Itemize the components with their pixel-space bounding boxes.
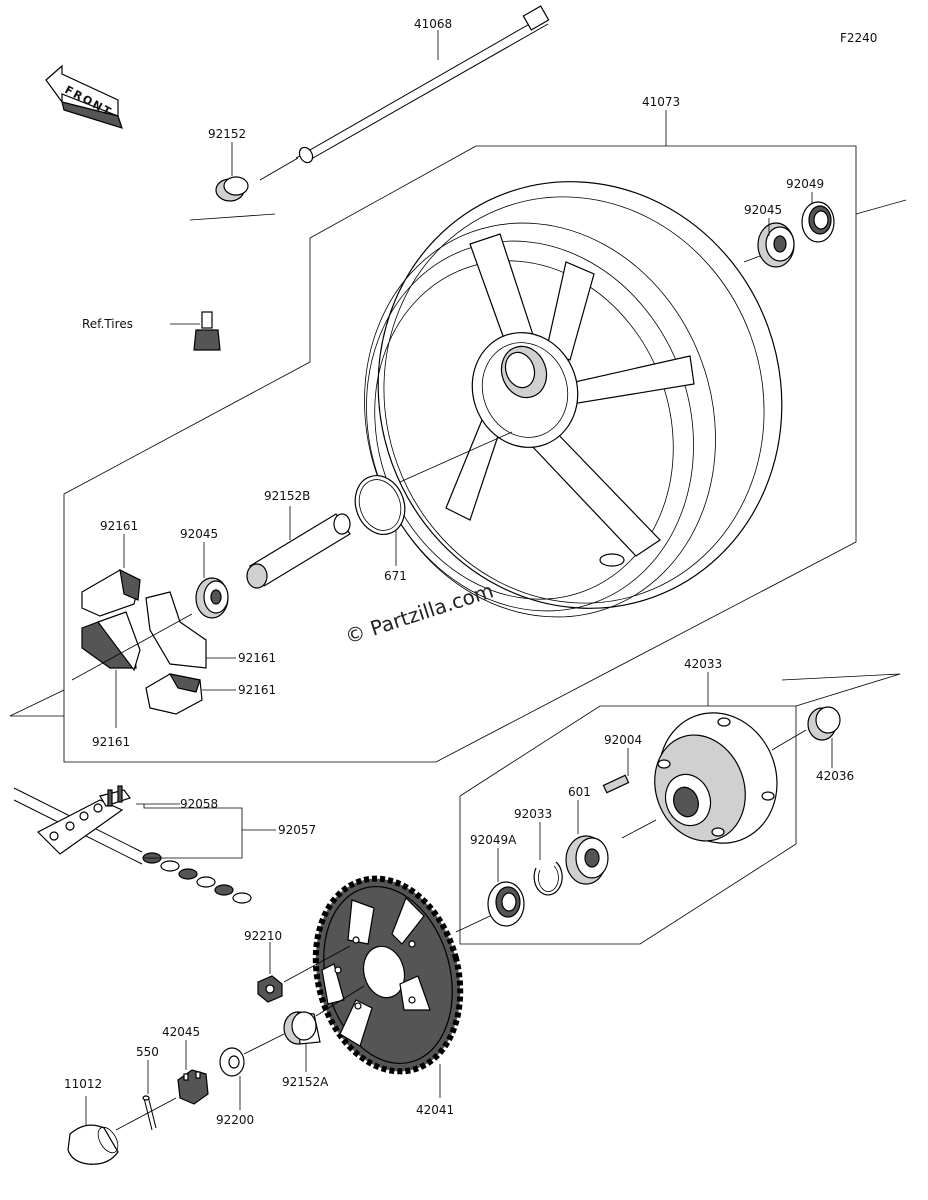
bearing-92045-right xyxy=(743,222,795,268)
bracket-92057 xyxy=(143,804,243,859)
circlip-92033 xyxy=(533,861,563,896)
label-92200: 92200 xyxy=(216,1113,254,1127)
nut-92210 xyxy=(257,975,283,1003)
bearing-92045-left xyxy=(195,577,229,619)
collar-92152b xyxy=(246,513,351,589)
label-92161-d: 92161 xyxy=(92,735,130,749)
label-42045: 42045 xyxy=(162,1025,200,1039)
label-671: 671 xyxy=(384,569,407,583)
label-92049: 92049 xyxy=(786,177,824,191)
collar-92152a xyxy=(283,1011,321,1045)
label-92045-left: 92045 xyxy=(180,527,218,541)
wheel-assembly-outline xyxy=(63,145,857,763)
label-42033: 42033 xyxy=(684,657,722,671)
label-92045-top: 92045 xyxy=(744,203,782,217)
oil-seal-92049 xyxy=(801,201,835,243)
label-92049a: 92049A xyxy=(470,833,517,847)
front-direction-arrow: FRONT xyxy=(45,64,123,129)
drive-chain-92057 xyxy=(13,785,252,904)
label-92210: 92210 xyxy=(244,929,282,943)
oil-seal-92049a xyxy=(487,881,525,927)
label-41073: 41073 xyxy=(642,95,680,109)
label-92058: 92058 xyxy=(180,797,218,811)
rear-wheel-41073 xyxy=(364,181,783,618)
collar-42036 xyxy=(807,706,841,741)
label-92004: 92004 xyxy=(604,733,642,747)
label-601: 601 xyxy=(568,785,591,799)
label-92152b: 92152B xyxy=(264,489,310,503)
label-92033: 92033 xyxy=(514,807,552,821)
rear-axle-41068 xyxy=(259,5,550,181)
label-92152a: 92152A xyxy=(282,1075,329,1089)
label-92161-c: 92161 xyxy=(238,683,276,697)
watermark: © Partzilla.com xyxy=(342,578,496,649)
rear-sprocket-42041 xyxy=(312,875,464,1075)
sprocket-coupling-42033 xyxy=(654,712,778,844)
label-11012: 11012 xyxy=(64,1077,102,1091)
label-92161-a: 92161 xyxy=(100,519,138,533)
axle-cap-11012 xyxy=(67,1124,119,1165)
damper-rubber-92161-set xyxy=(71,568,207,715)
collar-92152 xyxy=(189,176,276,221)
o-ring-671 xyxy=(354,475,406,535)
washer-92200 xyxy=(219,1047,245,1077)
chain-links xyxy=(142,852,252,904)
tire-valve xyxy=(193,311,221,351)
label-42041: 42041 xyxy=(416,1103,454,1117)
label-550: 550 xyxy=(136,1045,159,1059)
label-42036: 42036 xyxy=(816,769,854,783)
label-41068: 41068 xyxy=(414,17,452,31)
axle-nut-42045 xyxy=(177,1069,209,1105)
label-92161-b: 92161 xyxy=(238,651,276,665)
hub-assembly-outline xyxy=(459,705,797,945)
label-92152: 92152 xyxy=(208,127,246,141)
label-ref-tires: Ref.Tires xyxy=(82,317,133,331)
bearing-601 xyxy=(565,835,609,885)
figure-code: F2240 xyxy=(840,31,877,45)
label-92057: 92057 xyxy=(278,823,316,837)
stud-92004 xyxy=(602,774,630,794)
cotter-pin-550 xyxy=(142,1095,157,1131)
